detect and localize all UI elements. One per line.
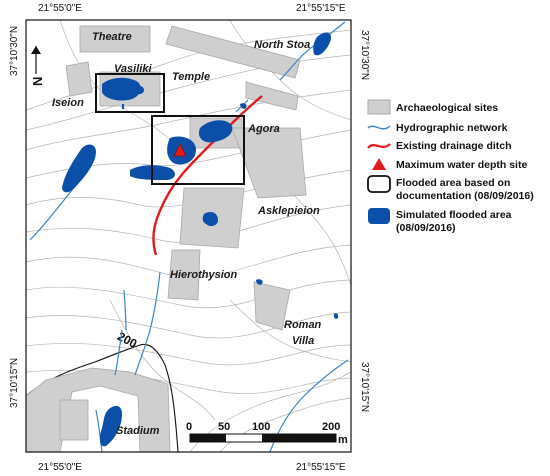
scale-tick-50: 50 [218, 421, 230, 433]
map-content: 200 [26, 20, 351, 452]
legend-label-simulated-2: (08/09/2016) [396, 222, 456, 234]
legend-label-max-depth: Maximum water depth site [396, 159, 527, 171]
coord-left-top: 37°10'30"N [9, 26, 20, 76]
label-iseion: Iseion [52, 97, 84, 109]
label-temple: Temple [172, 71, 210, 83]
flood-agora-1 [198, 120, 233, 143]
flood-stadium [99, 405, 122, 447]
flood-agora-dot [240, 103, 247, 109]
legend-label-documented-1: Flooded area based on [396, 177, 510, 189]
flood-vasiliki [102, 77, 141, 101]
legend-label-simulated-1: Simulated flooded area [396, 209, 512, 221]
legend-label-hydro: Hydrographic network [396, 122, 508, 134]
scale-tick-200: 200 [322, 421, 340, 433]
coord-right-top: 37°10'30"N [359, 30, 370, 80]
coord-bottom-right: 21°55'15"E [296, 462, 346, 473]
drainage-ditch-line-icon [367, 143, 391, 149]
flood-vasiliki-2 [134, 85, 144, 95]
site-hierothysion [167, 249, 201, 301]
scale-bar: 0 50 100 200 m [186, 421, 348, 446]
label-agora: Agora [247, 123, 280, 135]
documented-flood-boxes [95, 73, 245, 185]
site-stadium-building [59, 399, 89, 441]
coord-top-right: 21°55'15"E [296, 3, 346, 14]
site-north-stoa [165, 25, 301, 79]
blue-flood-swatch-icon [368, 208, 390, 224]
label-hierothysion: Hierothysion [170, 269, 238, 281]
label-villa: Villa [292, 335, 314, 347]
doc-box-agora [151, 115, 245, 185]
map-frame [25, 19, 352, 453]
legend-label-documented-2: documentation (08/09/2016) [396, 190, 534, 202]
max-depth-triangle-icon [173, 143, 187, 157]
simulated-flood-areas [62, 32, 339, 447]
black-outline-box-icon [367, 175, 391, 193]
label-roman: Roman [284, 319, 322, 331]
label-stadium: Stadium [116, 425, 160, 437]
coord-left-bottom: 37°10'15"N [9, 358, 20, 408]
scale-tick-0: 0 [186, 421, 192, 433]
coord-bottom-left: 21°55'0"E [38, 462, 82, 473]
flood-asklepieion [202, 212, 218, 227]
label-theatre: Theatre [92, 31, 132, 43]
label-north-stoa: North Stoa [254, 39, 310, 51]
legend: Archaeological sites Hydrographic networ… [367, 99, 534, 234]
red-triangle-icon [372, 158, 386, 170]
drainage-ditch [152, 95, 263, 256]
scale-tick-100: 100 [252, 421, 270, 433]
north-letter: N [30, 77, 45, 86]
archaeological-site-swatch [367, 99, 391, 115]
flood-roman-1 [256, 279, 263, 285]
flood-north [313, 32, 332, 56]
hydrographic-line-icon [367, 125, 391, 130]
north-arrow-icon [31, 46, 41, 74]
doc-box-vasiliki [95, 73, 165, 113]
legend-label-ditch: Existing drainage ditch [396, 140, 512, 152]
scale-unit: m [338, 434, 348, 446]
coord-top-left: 21°55'0"E [38, 3, 82, 14]
site-agora-stoa [245, 81, 299, 111]
flood-vasiliki-drop [122, 104, 124, 109]
site-iseion-wall [65, 61, 93, 97]
legend-label-sites: Archaeological sites [396, 102, 498, 114]
contour-200 [26, 343, 179, 452]
label-asklepieion: Asklepieion [257, 205, 320, 217]
flood-iseion [62, 144, 96, 193]
site-roman-villa [253, 281, 291, 331]
flood-roman-2 [333, 313, 339, 319]
coord-right-bottom: 37°10'15"N [359, 362, 370, 412]
site-agora-court [231, 127, 307, 199]
label-vasiliki: Vasiliki [114, 63, 152, 75]
site-theatre [79, 25, 151, 53]
